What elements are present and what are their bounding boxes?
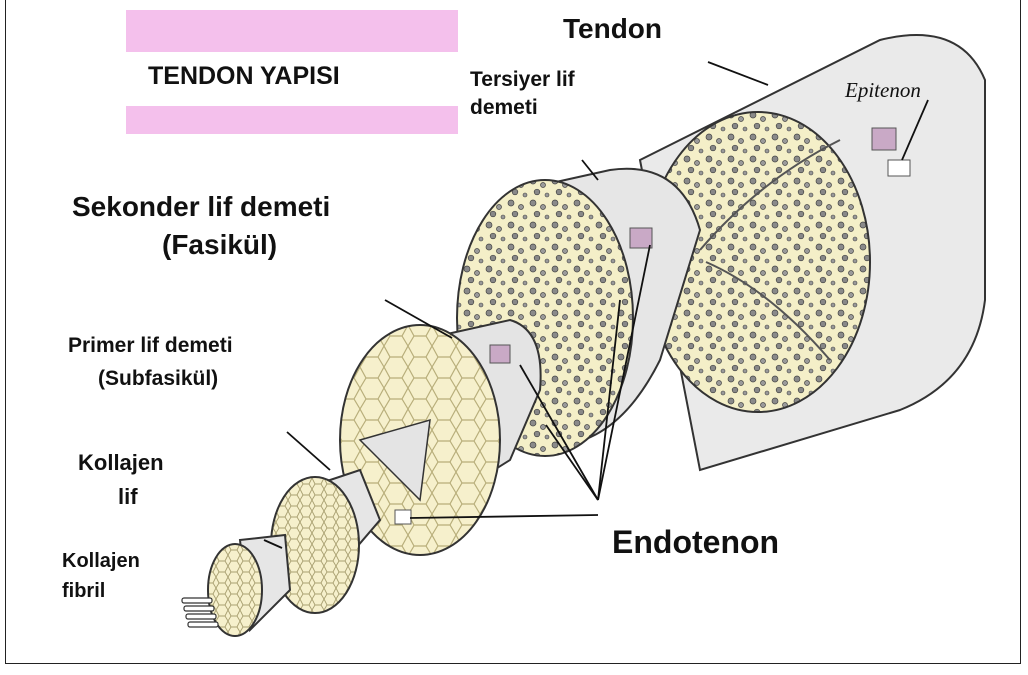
label-epitenon: Epitenon — [845, 78, 921, 103]
label-tersiyer-line2: demeti — [470, 96, 538, 121]
label-primer-line2: (Subfasikül) — [98, 367, 218, 392]
label-endotenon: Endotenon — [612, 524, 779, 562]
label-kollajen-fibril-line2: fibril — [62, 580, 105, 604]
label-tersiyer-line1: Tersiyer lif — [470, 68, 575, 93]
label-kollajen-lif-line1: Kollajen — [78, 450, 164, 476]
label-sekonder-line1: Sekonder lif demeti — [72, 190, 330, 223]
label-tendon: Tendon — [563, 12, 662, 45]
label-sekonder-line2: (Fasikül) — [162, 228, 277, 261]
label-kollajen-lif-line2: lif — [118, 484, 138, 510]
label-primer-line1: Primer lif demeti — [68, 334, 233, 359]
collagen-fiber — [208, 535, 290, 636]
label-kollajen-fibril-line1: Kollajen — [62, 550, 140, 574]
